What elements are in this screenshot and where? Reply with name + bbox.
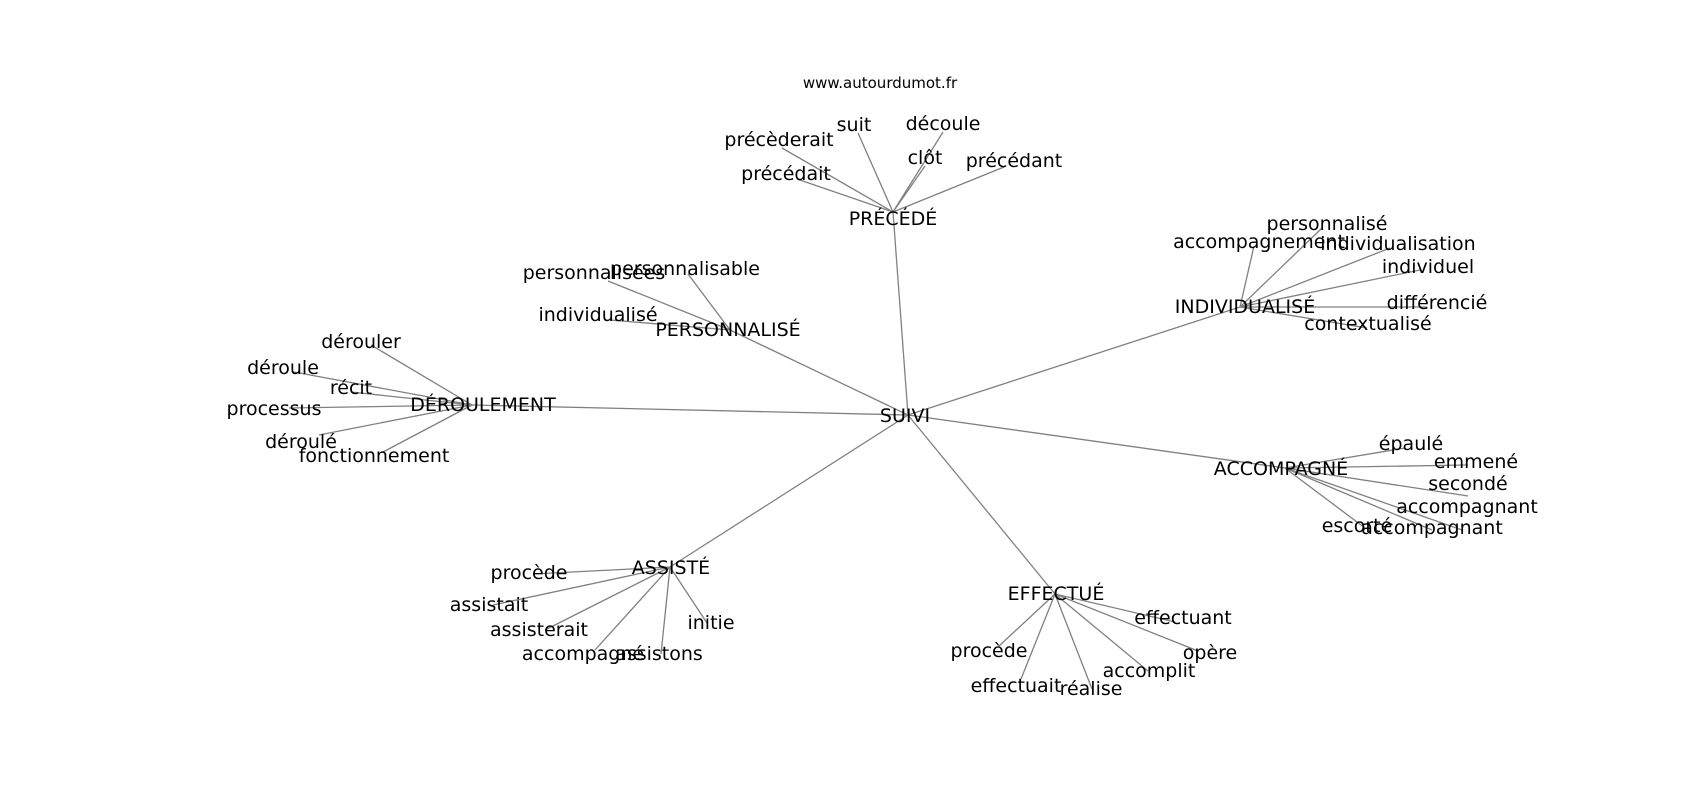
- edge-personnalise-personnalisees: [607, 280, 731, 331]
- edge-precede-suit: [857, 132, 894, 213]
- edge-precede-clot: [892, 165, 926, 213]
- leaf-node-accompagne: accompagné: [522, 643, 644, 665]
- leaf-node-realise: réalise: [1060, 678, 1123, 700]
- leaf-node-personnalisees: personnalisées: [523, 262, 666, 284]
- edge-effectue-procede: [998, 593, 1056, 647]
- leaf-node-suit: suit: [837, 114, 872, 136]
- edge-suivi-accompagne: [907, 414, 1286, 469]
- edge-precede-precedant: [892, 166, 1005, 213]
- leaf-node-accompagnement: accompagnement: [1173, 231, 1345, 253]
- edge-deroulement-fonctionnement: [382, 404, 473, 453]
- edge-individualise-contextualise: [1239, 306, 1368, 329]
- leaf-node-opere: opère: [1183, 642, 1237, 664]
- leaf-node-assistons: assistons: [615, 643, 703, 665]
- edge-individualise-individualisation: [1239, 247, 1391, 308]
- edge-assiste-assisterait: [544, 566, 671, 631]
- edge-individualise-individuel: [1239, 269, 1421, 308]
- edge-deroulement-processus: [288, 404, 473, 409]
- edge-deroulement-recit: [350, 391, 473, 406]
- edge-effectue-opere: [1054, 593, 1199, 652]
- root-node-label: SUIVI: [880, 405, 930, 427]
- leaf-node-initie: initie: [687, 612, 734, 634]
- leaf-node-accomplit: accomplit: [1103, 660, 1196, 682]
- leaf-node-assistait: assistait: [450, 594, 528, 616]
- leaf-node-procede: procède: [491, 562, 568, 584]
- edge-effectue-effectuant: [1054, 593, 1176, 623]
- leaf-node-effectuait: effectuait: [971, 675, 1062, 697]
- edge-deroulement-deroule: [318, 404, 473, 436]
- group-node-assiste: ASSISTÉ: [632, 556, 710, 579]
- leaf-node-individuel: individuel: [1382, 256, 1474, 278]
- leaf-node-deroule: déroule: [247, 357, 319, 379]
- leaf-node-personnalise: personnalisé: [1267, 213, 1388, 235]
- leaf-node-individualise: individualisé: [538, 304, 657, 326]
- leaf-node-differencie: différencié: [1387, 292, 1488, 314]
- leaf-node-accompagnant: accompagnant: [1361, 517, 1503, 539]
- edge-accompagne-escorte: [1284, 467, 1366, 529]
- leaf-node-fonctionnement: fonctionnement: [299, 445, 450, 467]
- edge-individualise-personnalise: [1239, 227, 1323, 308]
- edge-personnalise-personnalisable: [687, 273, 731, 331]
- edge-deroulement-deroule: [293, 371, 473, 406]
- leaf-node-accompagnant: accompagnant: [1396, 496, 1538, 518]
- leaf-node-contextualise: contextualisé: [1304, 313, 1431, 335]
- group-node-deroulement: DÉROULEMENT: [410, 393, 556, 416]
- group-node-accompagne: ACCOMPAGNÉ: [1214, 457, 1348, 480]
- source-watermark: www.autourdumot.fr: [803, 74, 958, 92]
- leaf-node-assisterait: assisterait: [490, 619, 588, 641]
- group-node-effectue: EFFECTUÉ: [1008, 582, 1105, 605]
- group-node-individualise: INDIVIDUALISÉ: [1175, 295, 1315, 318]
- edge-accompagne-accompagnant: [1284, 467, 1433, 531]
- edge-accompagne-seconde: [1284, 467, 1469, 497]
- edge-individualise-accompagnement: [1239, 245, 1255, 308]
- edge-assiste-procede: [532, 566, 671, 575]
- leaf-node-deroule: déroulé: [265, 431, 337, 453]
- leaf-node-clot: clôt: [908, 147, 943, 169]
- edge-effectue-accomplit: [1054, 593, 1149, 672]
- edge-suivi-precede: [892, 211, 909, 416]
- edge-suivi-deroulement: [471, 404, 909, 416]
- leaf-node-epaule: épaulé: [1379, 433, 1443, 455]
- edge-accompagne-accompagnant: [1284, 467, 1463, 531]
- leaf-node-derouler: dérouler: [321, 331, 401, 353]
- edge-accompagne-epaule: [1284, 447, 1406, 469]
- edge-suivi-personnalise: [729, 329, 909, 416]
- edge-accompagne-emmene: [1284, 464, 1469, 469]
- group-node-personnalise: PERSONNALISÉ: [655, 318, 800, 341]
- leaf-node-processus: processus: [227, 398, 322, 420]
- edge-precede-decoule: [892, 131, 944, 213]
- edge-effectue-realise: [1054, 593, 1093, 690]
- edge-assiste-assistait: [492, 566, 671, 606]
- leaf-node-recit: récit: [330, 377, 372, 399]
- leaf-node-emmene: emmené: [1434, 451, 1518, 473]
- graph-edges: [288, 131, 1469, 690]
- group-node-precede: PRÉCÉDÉ: [849, 207, 938, 230]
- leaf-node-decoule: découle: [906, 113, 981, 135]
- edge-suivi-assiste: [669, 414, 909, 568]
- leaf-node-precederait: précèderait: [724, 129, 833, 151]
- leaf-node-individualisation: individualisation: [1320, 233, 1475, 255]
- leaf-node-precedant: précédant: [966, 150, 1062, 172]
- leaf-node-seconde: secondé: [1428, 473, 1507, 495]
- leaf-node-effectuant: effectuant: [1134, 607, 1232, 629]
- edge-assiste-assistons: [660, 566, 671, 655]
- edge-effectue-effectuait: [1020, 593, 1056, 680]
- leaf-node-procede: procède: [951, 640, 1028, 662]
- edge-suivi-individualise: [907, 306, 1241, 416]
- edge-precede-precedait: [796, 178, 894, 213]
- edge-assiste-initie: [669, 566, 708, 624]
- edge-suivi-effectue: [907, 414, 1056, 595]
- leaf-node-personnalisable: personnalisable: [610, 258, 760, 280]
- leaf-node-escorte: escorté: [1322, 515, 1393, 537]
- edge-deroulement-derouler: [370, 344, 473, 406]
- edge-precede-precederait: [781, 147, 894, 213]
- edge-personnalise-individualise: [609, 319, 731, 331]
- edge-assiste-accompagne: [594, 566, 671, 651]
- leaf-node-precedait: précédait: [741, 163, 831, 185]
